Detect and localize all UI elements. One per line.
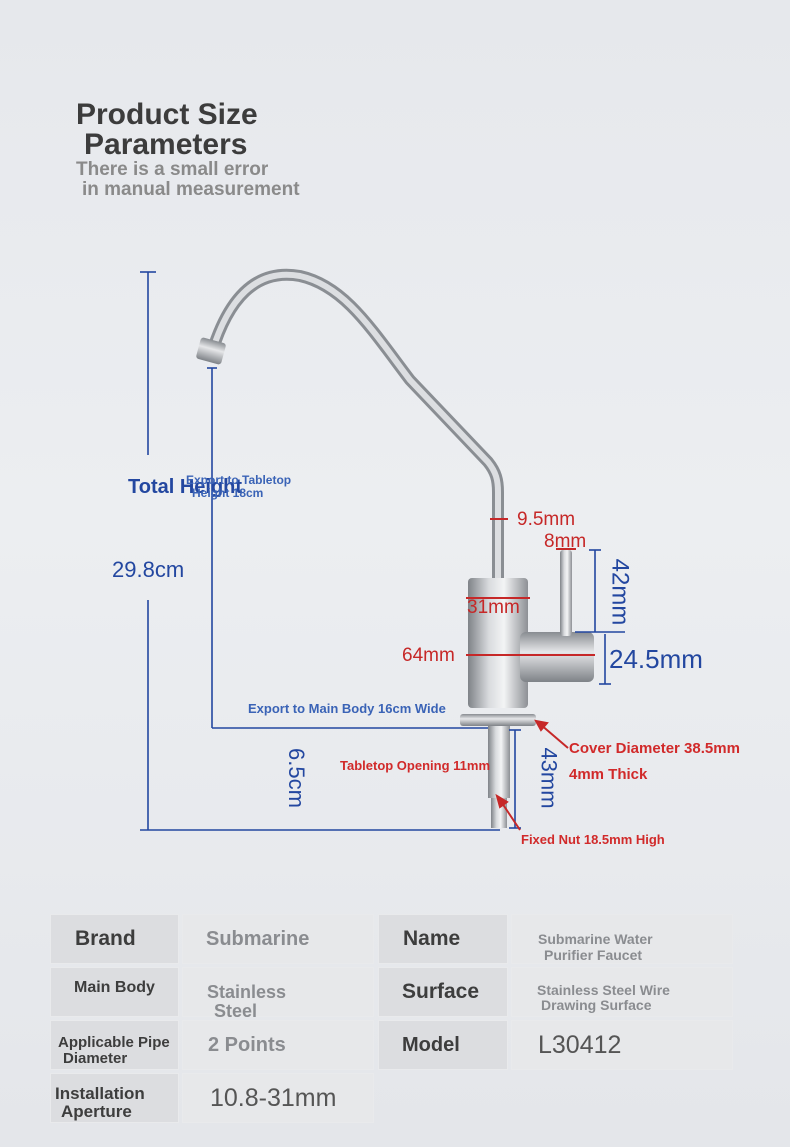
blue-dimension-lines	[140, 271, 625, 831]
surface-key-cell: Surface	[378, 967, 508, 1017]
surface-val-line-1: Stainless Steel Wire	[537, 982, 670, 998]
title-line-1: Product Size	[76, 98, 258, 131]
pipe-diameter-label: 9.5mm	[517, 509, 576, 530]
page-subtitle: There is a small error in manual measure…	[76, 160, 300, 200]
name-key-cell: Name	[378, 914, 508, 964]
handle-diameter-label: 8mm	[544, 531, 587, 552]
thread-length-label: 43mm	[536, 747, 562, 809]
tabletop-opening-label: Tabletop Opening 11mm	[340, 758, 491, 773]
red-measure-lines	[466, 518, 595, 656]
model-key-cell: Model	[378, 1020, 508, 1070]
brand-key: Brand	[75, 927, 136, 950]
cover-thickness-label: 4mm Thick	[569, 766, 648, 783]
main-body-key-cell: Main Body	[50, 967, 179, 1017]
pipe-val: 2 Points	[208, 1033, 286, 1056]
export-main-body-label: Export to Main Body 16cm Wide	[248, 701, 446, 716]
model-val: L30412	[538, 1030, 622, 1059]
main-body-val-line-1: Stainless	[207, 982, 287, 1002]
cover-diameter-label: Cover Diameter 38.5mm	[569, 740, 740, 757]
faucet-dimension-diagram	[140, 268, 625, 831]
body-height-label: 64mm	[402, 645, 455, 666]
aperture-key-line-2: Aperture	[61, 1102, 132, 1121]
title-line-2: Parameters	[84, 128, 248, 161]
export-tabletop-label: Export to Tabletop Height 18cm	[186, 474, 291, 500]
page-title: Product Size Parameters	[76, 100, 336, 160]
pipe-val-cell: 2 Points	[182, 1020, 374, 1070]
subtitle-line-1: There is a small error	[76, 159, 269, 180]
fixed-nut-label: Fixed Nut 18.5mm High	[521, 832, 665, 847]
handle-height-label: 42mm	[606, 558, 634, 626]
brand-val: Submarine	[206, 927, 310, 950]
brand-key-cell: Brand	[50, 914, 179, 964]
aperture-key-cell: Installation Aperture	[50, 1073, 179, 1123]
faucet-image	[196, 268, 594, 828]
red-arrows	[495, 719, 569, 831]
export-tabletop-line-2: Height 18cm	[192, 486, 264, 500]
brand-val-cell: Submarine	[182, 914, 374, 964]
main-body-key: Main Body	[74, 979, 155, 996]
model-val-cell: L30412	[511, 1020, 733, 1070]
subtitle-line-2: in manual measurement	[82, 179, 300, 200]
surface-val-line-2: Drawing Surface	[541, 997, 652, 1013]
name-key: Name	[403, 927, 461, 950]
aperture-val: 10.8-31mm	[210, 1083, 337, 1112]
total-height-value: 29.8cm	[112, 557, 185, 582]
name-val-line-2: Purifier Faucet	[544, 947, 643, 963]
pipe-key-line-1: Applicable Pipe	[58, 1034, 170, 1051]
base-height-label: 6.5cm	[283, 748, 309, 808]
surface-val-cell: Stainless Steel Wire Drawing Surface	[511, 967, 733, 1017]
aperture-val-cell: 10.8-31mm	[182, 1073, 374, 1123]
handle-base-label: 24.5mm	[609, 644, 703, 674]
main-body-val-cell: Stainless Steel	[182, 967, 374, 1021]
name-val-line-1: Submarine Water	[538, 931, 653, 947]
export-tabletop-line-1: Export to Tabletop	[186, 473, 292, 487]
model-key: Model	[402, 1033, 460, 1056]
pipe-key-line-2: Diameter	[63, 1050, 128, 1067]
main-body-val-line-2: Steel	[214, 1001, 258, 1021]
aperture-key-line-1: Installation	[55, 1084, 145, 1103]
name-val-cell: Submarine Water Purifier Faucet	[511, 914, 733, 964]
body-diameter-label: 31mm	[467, 597, 520, 618]
surface-key: Surface	[402, 980, 480, 1003]
pipe-key-cell: Applicable Pipe Diameter	[50, 1020, 179, 1070]
total-height-label: Total Height	[128, 476, 243, 498]
